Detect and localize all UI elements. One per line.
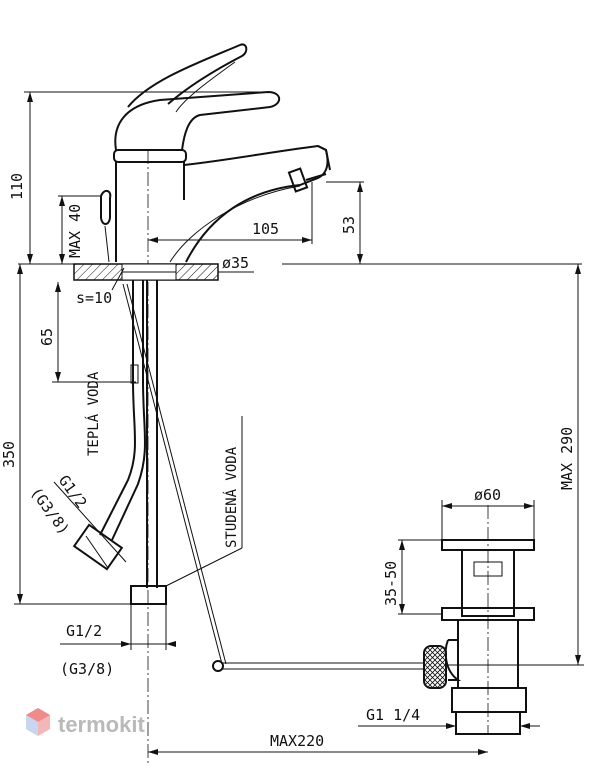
dim-s-10: s=10 — [76, 289, 112, 307]
dim-53: 53 — [340, 216, 358, 234]
dim-max220: MAX220 — [270, 732, 324, 750]
supply-hoses — [72, 280, 167, 605]
faucet-body — [73, 43, 331, 281]
watermark: termokit — [26, 708, 145, 737]
termokit-logo-icon — [26, 708, 50, 736]
hot-water-label: TEPLÁ VODA — [85, 371, 102, 456]
dim-g1-2-bottom: G1/2 — [66, 622, 102, 640]
dim-105: 105 — [252, 220, 279, 238]
popup-rod — [122, 283, 425, 672]
dim-110: 110 — [8, 173, 26, 200]
dim-g3-8-bottom: (G3/8) — [60, 660, 114, 678]
water-labels: TEPLÁ VODA STUDENÁ VODA — [85, 371, 240, 548]
dim-dia-60: ø60 — [474, 486, 501, 504]
dim-35-50: 35-50 — [382, 561, 400, 606]
watermark-text: termokit — [58, 712, 145, 737]
cold-water-label: STUDENÁ VODA — [223, 446, 240, 548]
dimension-lines — [14, 91, 584, 755]
dim-g1-2-hose: G1/2 — [55, 472, 91, 512]
dim-dia-35: ø35 — [222, 254, 249, 272]
dim-max-290: MAX 290 — [558, 427, 576, 490]
dim-g1-1-4: G1 1/4 — [366, 706, 420, 724]
drain-assembly — [423, 539, 535, 735]
dim-65: 65 — [38, 328, 56, 346]
dim-350: 350 — [0, 441, 18, 468]
dim-max-40: MAX 40 — [66, 204, 84, 258]
